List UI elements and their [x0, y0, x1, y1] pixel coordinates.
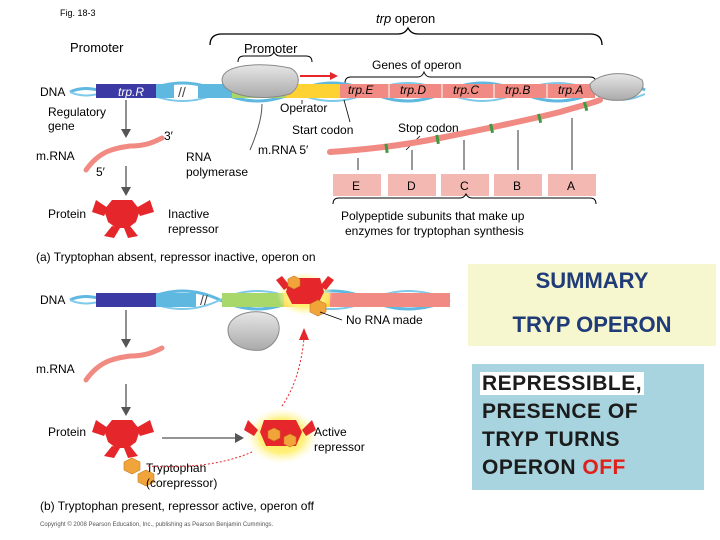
subunit-box-D	[388, 174, 436, 196]
break-mark: //	[178, 84, 186, 100]
subunit-box-B	[494, 174, 542, 196]
genes-of-operon-label: Genes of operon	[372, 58, 461, 72]
promoter-region-b	[222, 293, 284, 307]
dna-segment	[198, 84, 232, 98]
regulatory-gene-label-2: gene	[48, 119, 75, 133]
subunit-label-C: C	[460, 179, 469, 193]
mrna-5-label: m.RNA 5′	[258, 143, 309, 157]
rna-polymerase-end	[589, 73, 644, 101]
protein-label-a: Protein	[48, 207, 86, 221]
subunit-box-E	[333, 174, 381, 196]
promoter-left-label: Promoter	[70, 40, 124, 55]
dna-label-a: DNA	[40, 85, 65, 99]
subunit-label-A: A	[567, 179, 575, 193]
operator-label: Operator	[280, 101, 327, 115]
operon-label: trp operon	[376, 11, 435, 26]
start-codon-label: Start codon	[292, 123, 353, 137]
operon-genes-bar	[340, 84, 595, 98]
summary-notes: REPRESSIBLE, PRESENCE OF TRYP TURNS OPER…	[480, 370, 645, 482]
summary-box: SUMMARY TRYP OPERON	[468, 264, 716, 346]
trpR-mrna-b	[83, 345, 165, 383]
summary-line-2: PRESENCE OF	[482, 400, 639, 423]
subunit-label-B: B	[513, 179, 521, 193]
dna-label-b: DNA	[40, 293, 65, 307]
operon-bracket	[209, 26, 603, 46]
tryptophan-free	[123, 457, 141, 475]
genes-bracket	[344, 70, 597, 84]
operon-mrna	[327, 97, 603, 155]
summary-title: SUMMARY	[535, 268, 649, 293]
operon-genes-bar-b	[330, 293, 450, 307]
mrna-label-a: m.RNA	[36, 149, 75, 163]
stop-codon-label: Stop codon	[398, 121, 459, 135]
subunit-label-D: D	[407, 179, 416, 193]
subunit-box-C	[441, 174, 489, 196]
dna-segment	[156, 84, 174, 98]
summary-subtitle: TRYP OPERON	[512, 312, 672, 337]
trpR-gene-bar-b	[96, 293, 156, 307]
trpR-gene-bar	[96, 84, 156, 98]
operator-region	[286, 84, 340, 98]
repressor-binding-arrow	[281, 337, 305, 407]
tryptophan-bound	[309, 299, 327, 317]
svg-text://: //	[200, 292, 208, 308]
summary-line-3: TRYP TURNS	[482, 428, 621, 451]
inactive-repressor-label-2: repressor	[168, 222, 219, 236]
gene-label-trpB: trp.B	[505, 83, 530, 97]
caption-b: (b) Tryptophan present, repressor active…	[40, 499, 315, 513]
gene-label-trpC: trp.C	[453, 83, 479, 97]
inactive-repressor-core	[104, 200, 140, 228]
rna-polymerase-label-1: RNA	[186, 150, 211, 164]
gene-label-trpD: trp.D	[400, 83, 426, 97]
polypeptide-label-1: Polypeptide subunits that make up	[341, 209, 525, 223]
active-repressor-label-2: repressor	[314, 440, 365, 454]
rna-polymerase-a	[221, 64, 299, 99]
caption-a: (a) Tryptophan absent, repressor inactiv…	[36, 250, 316, 264]
rna-polymerase-label-2: polymerase	[186, 165, 248, 179]
figure-label: Fig. 18-3	[60, 8, 96, 18]
copyright: Copyright © 2008 Pearson Education, Inc.…	[40, 521, 274, 528]
rna-polymerase-b	[227, 311, 280, 351]
repressor-b	[104, 420, 140, 448]
summary-notes-box: REPRESSIBLE, PRESENCE OF TRYP TURNS OPER…	[472, 364, 704, 490]
promoter-right-label: Promoter	[244, 41, 298, 56]
trpR-mrna	[83, 135, 165, 173]
tryptophan-label-1: Tryptophan	[146, 461, 206, 475]
polypeptide-label-2: enzymes for tryptophan synthesis	[345, 224, 524, 238]
summary-line-1: REPRESSIBLE,	[480, 372, 645, 395]
promoter-bracket	[237, 50, 313, 63]
mrna-label-b: m.RNA	[36, 362, 75, 376]
subunit-box-A	[548, 174, 596, 196]
active-repressor-label-1: Active	[314, 425, 347, 439]
protein-label-b: Protein	[48, 425, 86, 439]
regulatory-gene-label-1: Regulatory	[48, 105, 106, 119]
three-prime-label-a: 3′	[164, 129, 174, 143]
subunit-label-E: E	[352, 179, 360, 193]
five-prime-label-a: 5′	[96, 165, 106, 179]
no-rna-made-label: No RNA made	[346, 313, 423, 327]
tryptophan-label-2: (corepressor)	[146, 476, 217, 490]
inactive-repressor-label-1: Inactive	[168, 207, 210, 221]
gene-label-trpA: trp.A	[558, 83, 583, 97]
gene-label-trpE: trp.E	[348, 83, 374, 97]
off-word: OFF	[582, 456, 626, 479]
summary-line-4: OPERON OFF	[482, 456, 626, 479]
trpR-label: trp.R	[118, 85, 144, 99]
